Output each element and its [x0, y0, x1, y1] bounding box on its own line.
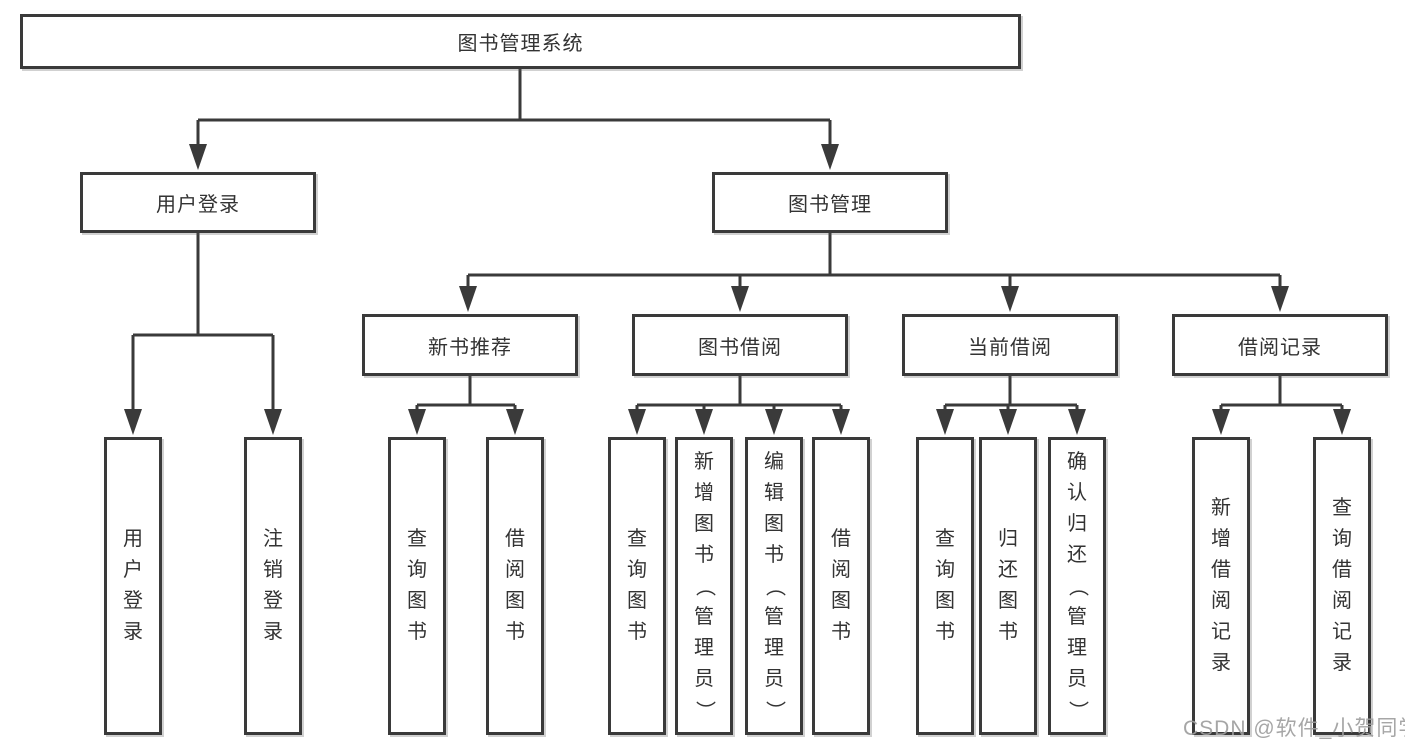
- leaf-query-books-borrow-label: 查询图书: [627, 528, 647, 643]
- leaf-borrow-books-recommend: 借阅图书: [486, 437, 544, 735]
- leaf-query-books-current-label: 查询图书: [935, 528, 955, 643]
- leaf-borrow-books-borrow: 借阅图书: [812, 437, 870, 735]
- leaf-return-book-label: 归还图书: [998, 528, 1018, 643]
- node-borrow-records: 借阅记录: [1172, 314, 1388, 376]
- leaf-edit-book-admin-label: 编辑图书（管理员）: [763, 450, 786, 721]
- leaf-query-books-recommend-label: 查询图书: [407, 528, 427, 643]
- watermark: CSDN @软件_小贺同学: [1183, 717, 1405, 740]
- node-new-book-recommend: 新书推荐: [362, 314, 578, 376]
- leaf-user-login-label: 用户登录: [123, 528, 143, 643]
- leaf-borrow-books-recommend-label: 借阅图书: [505, 528, 525, 643]
- leaf-return-book: 归还图书: [979, 437, 1037, 735]
- leaf-query-books-recommend: 查询图书: [388, 437, 446, 735]
- leaf-query-borrow-record: 查询借阅记录: [1313, 437, 1371, 735]
- leaf-add-borrow-record-label: 新增借阅记录: [1211, 497, 1231, 674]
- node-root-label: 图书管理系统: [457, 33, 584, 55]
- node-borrow-records-label: 借阅记录: [1238, 336, 1322, 359]
- node-book-management-label: 图书管理: [788, 194, 872, 216]
- leaf-edit-book-admin: 编辑图书（管理员）: [745, 437, 803, 735]
- leaf-query-books-current: 查询图书: [916, 437, 974, 735]
- leaf-logout-label: 注销登录: [263, 528, 283, 643]
- node-current-borrow: 当前借阅: [902, 314, 1118, 376]
- leaf-confirm-return-admin-label: 确认归还（管理员）: [1066, 450, 1089, 721]
- node-root: 图书管理系统: [20, 14, 1021, 69]
- leaf-add-borrow-record: 新增借阅记录: [1192, 437, 1250, 735]
- leaf-borrow-books-borrow-label: 借阅图书: [831, 528, 851, 643]
- node-book-borrow: 图书借阅: [632, 314, 848, 376]
- node-new-book-recommend-label: 新书推荐: [428, 336, 512, 359]
- node-current-borrow-label: 当前借阅: [968, 336, 1052, 359]
- node-book-management: 图书管理: [712, 172, 948, 233]
- node-book-borrow-label: 图书借阅: [698, 336, 782, 359]
- node-user-login-label: 用户登录: [156, 194, 240, 216]
- leaf-logout: 注销登录: [244, 437, 302, 735]
- leaf-add-book-admin: 新增图书（管理员）: [675, 437, 733, 735]
- leaf-add-book-admin-label: 新增图书（管理员）: [693, 450, 716, 721]
- node-user-login: 用户登录: [80, 172, 316, 233]
- leaf-confirm-return-admin: 确认归还（管理员）: [1048, 437, 1106, 735]
- leaf-query-borrow-record-label: 查询借阅记录: [1332, 497, 1352, 674]
- leaf-user-login: 用户登录: [104, 437, 162, 735]
- leaf-query-books-borrow: 查询图书: [608, 437, 666, 735]
